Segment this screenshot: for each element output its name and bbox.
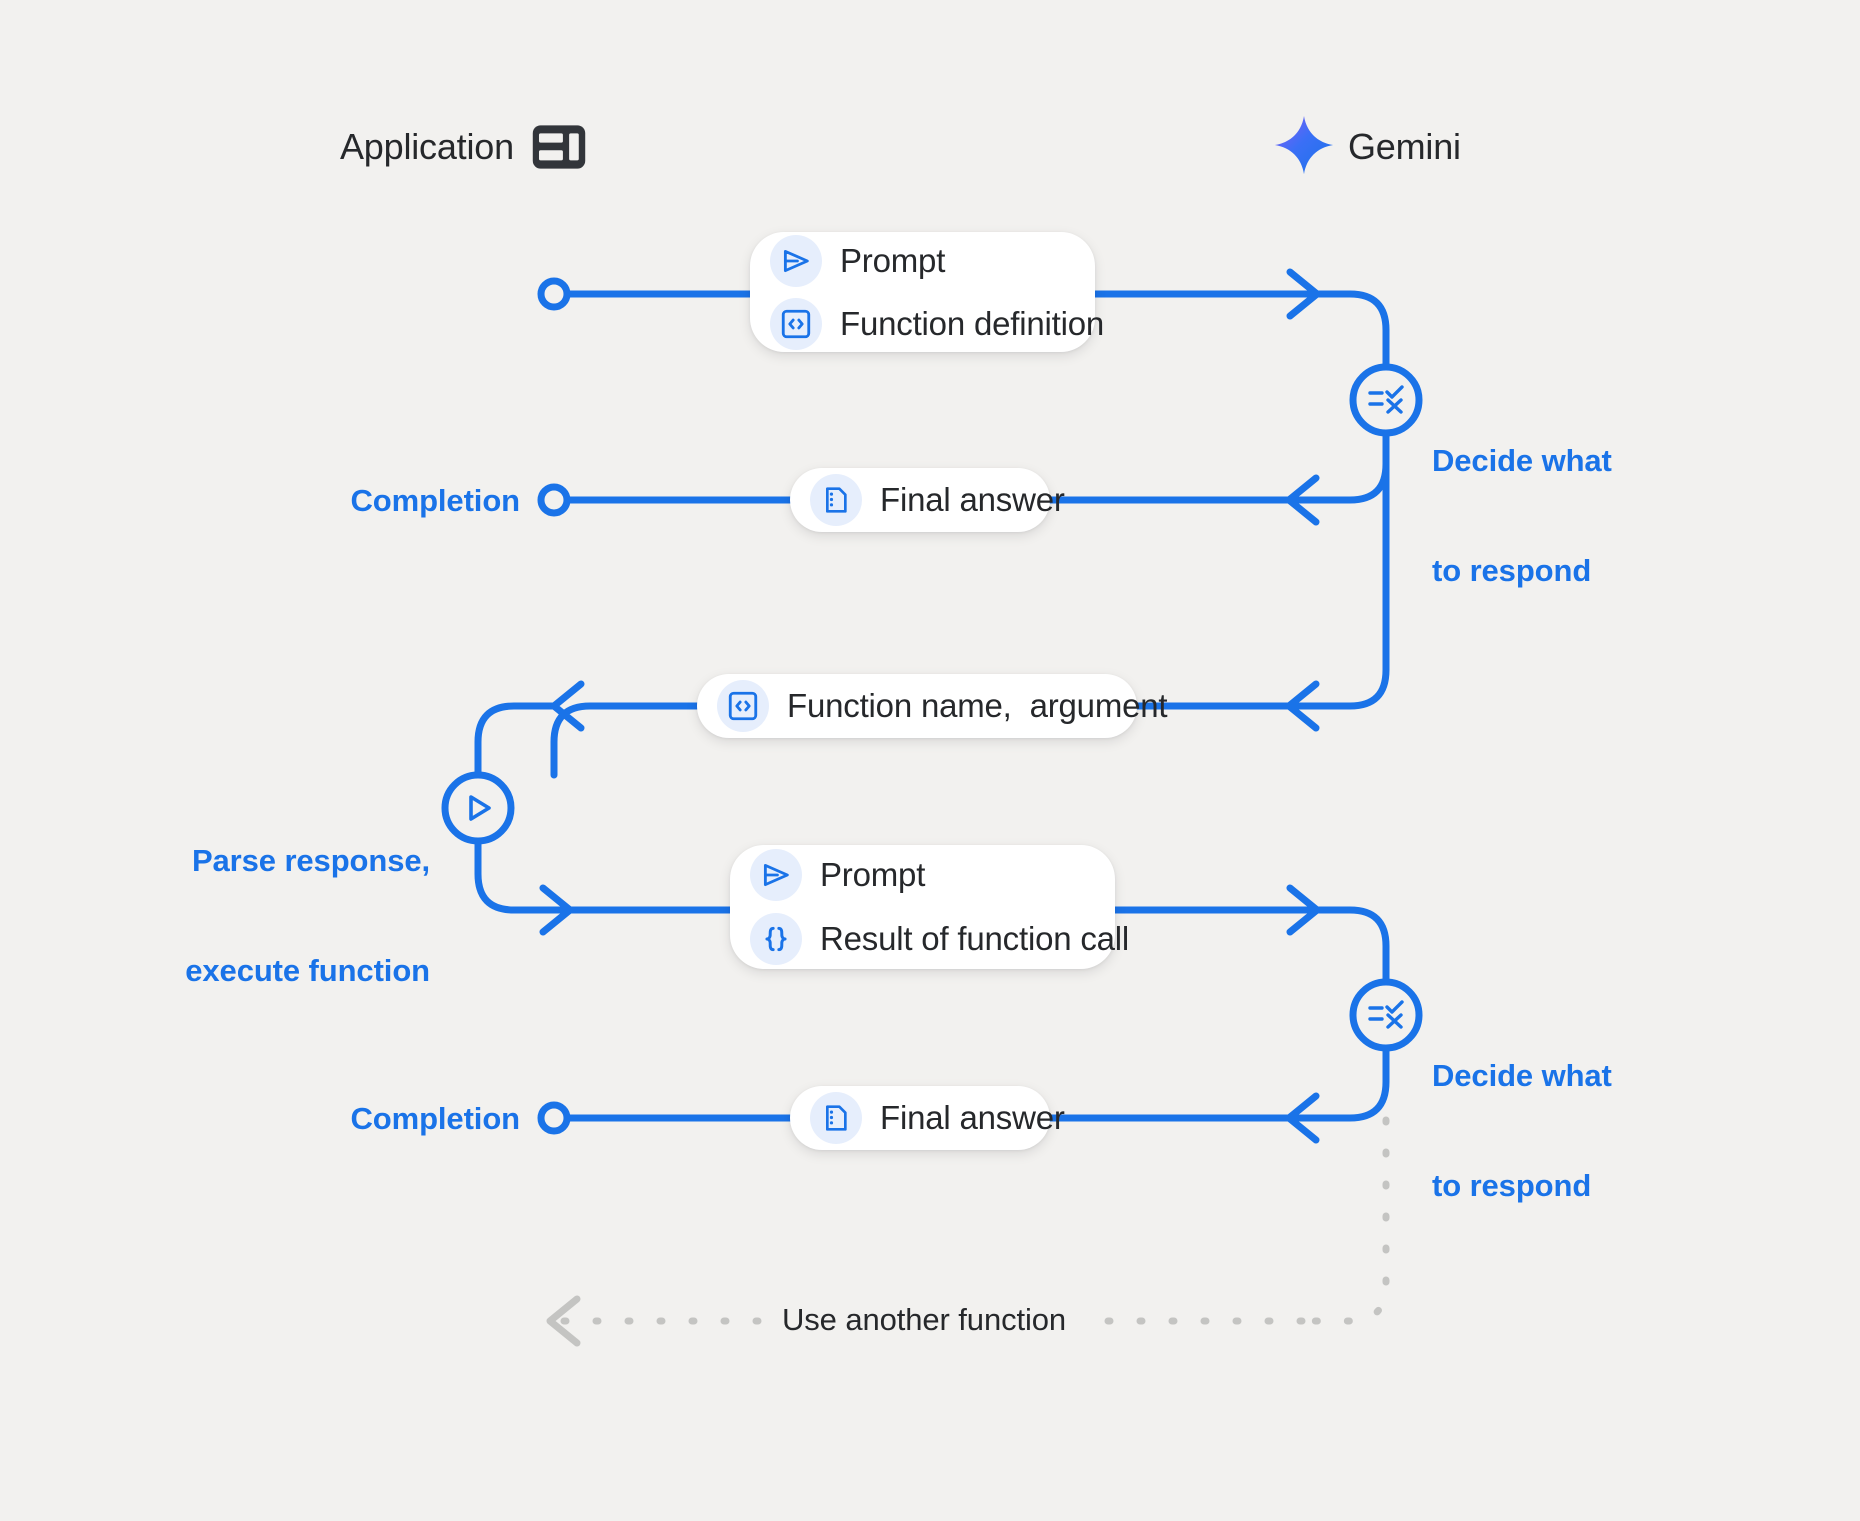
flow-decide2-to-completion2 [558,1044,1390,1122]
annotation-completion-1: Completion [350,483,521,518]
message-row: Final answer [810,471,1065,529]
arrow-chevron-left-2 [1285,680,1320,732]
loop-label-mask [762,1293,1092,1349]
message-row-label: Final answer [880,481,1065,518]
arrow-chevron-left-3 [550,680,585,732]
message-row-label: Function definition [840,304,1105,342]
annotation-decide-1: Decide what to respond [1432,370,1612,663]
rule-check-x-icon [1368,1000,1404,1029]
code-brackets-icon [717,680,769,732]
message-card-final-answer-1: Final answer [790,468,1065,532]
message-row: Function name, argument [717,677,1168,735]
annotation-decide-1-line1: Decide what [1432,443,1612,479]
annotation-decide-2: Decide what to respond [1432,985,1612,1278]
annotation-decide-2-line1: Decide what [1432,1058,1612,1094]
play-circle-icon [469,795,491,821]
send-prompt-icon [750,849,802,901]
annotation-decide-1-line2: to respond [1432,552,1592,588]
message-row-label: Prompt [840,241,946,279]
flow-gemini-down-to-decide2 [1298,906,1390,987]
message-row: Prompt [750,846,1081,904]
curly-braces-icon [750,913,802,965]
origin-dot-1 [537,277,571,311]
app-dashboard-icon [531,124,587,175]
loop-arrow-chevron-left [546,1295,581,1347]
send-prompt-icon [770,234,822,287]
arrow-chevron-right-2 [539,884,574,936]
message-row: Result of function call [750,910,1129,968]
arrow-chevron-right-1 [1286,268,1321,320]
message-row: Final answer [810,1089,1065,1147]
message-row-label: Result of function call [820,920,1130,957]
annotation-completion-2: Completion [350,1101,521,1136]
message-card-prompt-result-of-function-call: Prompt Result of function call [730,845,1129,969]
gemini-sparkle-icon [1273,114,1335,181]
arrow-chevron-left-1 [1285,474,1320,526]
flow-parse-to-prompt2 [474,837,1306,914]
code-brackets-icon [770,297,822,350]
message-row: Prompt [770,232,1061,289]
annotation-loop-label: Use another function [782,1302,1067,1337]
flow-decide1-to-functioncall [1298,429,1390,710]
document-icon [810,1092,862,1144]
completion-dot-1 [537,483,571,517]
actor-label-gemini: Gemini [1348,126,1461,167]
rule-check-x-icon [1368,385,1404,414]
message-card-function-name-argument: Function name, argument [697,674,1168,738]
message-row-label: Function name, argument [787,687,1168,724]
annotation-parse-execute: Parse response, execute function [120,770,430,1063]
message-card-final-answer-2: Final answer [790,1086,1065,1150]
document-icon [810,474,862,526]
flow-gemini-down-to-decide1 [1298,290,1390,374]
completion-dot-2 [537,1101,571,1135]
loop-dashed-vertical [1298,1116,1390,1325]
annotation-parse-line2: execute function [185,952,430,988]
message-row-label: Prompt [820,856,926,893]
arrow-chevron-right-3 [1286,884,1321,936]
message-row: Function definition [770,295,1104,352]
message-card-prompt-function-definition: Prompt Function definition [750,232,1104,352]
annotation-parse-line1: Parse response, [191,843,430,879]
annotation-decide-2-line2: to respond [1432,1167,1592,1203]
message-row-label: Final answer [880,1099,1065,1136]
arrow-chevron-left-4 [1285,1092,1320,1144]
actor-label-application: Application [340,126,514,167]
flow-to-parse-node [474,702,558,779]
